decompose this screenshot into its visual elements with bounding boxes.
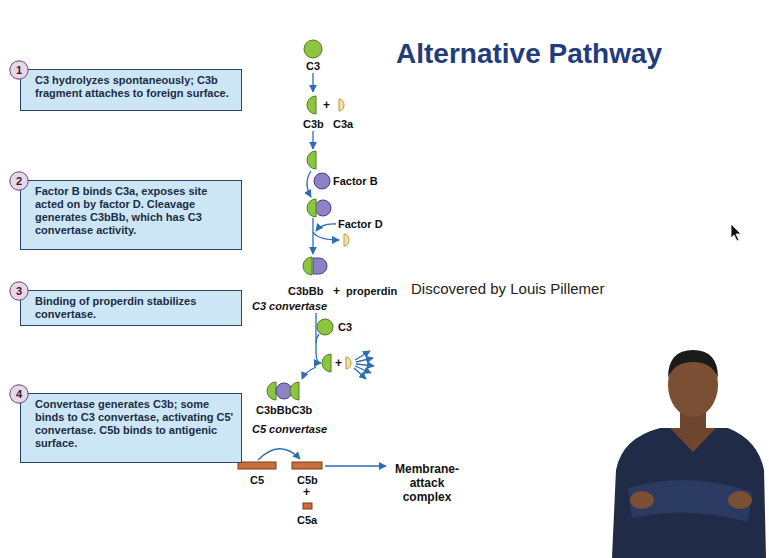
c3-molecule — [317, 319, 333, 335]
callout-number: 1 — [9, 60, 29, 80]
callout-circle-shape — [10, 61, 28, 79]
plus-sign: + — [335, 357, 342, 369]
c3a-fragment — [339, 99, 344, 111]
reaction-line — [316, 334, 319, 343]
lecturer-shirt — [612, 428, 766, 558]
c3b-fragment — [290, 382, 299, 400]
factor-label: Factor B — [333, 175, 378, 187]
step-text: Binding of properdin stabilizes converta… — [35, 295, 236, 321]
factor-b-molecule — [314, 173, 330, 189]
callout-circle: 2 — [9, 171, 29, 191]
reaction-arrow — [313, 232, 339, 240]
c5a-bar — [303, 503, 312, 509]
step-box: C3 hydrolyzes spontaneously; C3b fragmen… — [20, 69, 242, 111]
callout-number: 4 — [9, 384, 29, 404]
plus-sign: + — [333, 285, 340, 297]
callout-circle-shape — [10, 385, 28, 403]
reaction-arrow — [312, 73, 313, 92]
reaction-arrow — [312, 218, 313, 254]
step-box: Factor B binds C3a, exposes site acted o… — [20, 180, 242, 250]
molecule-label: C5 — [250, 474, 264, 486]
c5-bar — [238, 462, 276, 469]
callout-circle: 4 — [9, 384, 29, 404]
product-label: Membrane- attack complex — [390, 462, 464, 504]
callout-number: 2 — [9, 171, 29, 191]
reaction-arrow — [312, 131, 313, 149]
step-text: Convertase generates C3b; some binds to … — [35, 398, 236, 450]
reaction-arrow — [325, 465, 386, 466]
step-text: Factor B binds C3a, exposes site acted o… — [35, 185, 236, 237]
molecule-label: C3bBb — [288, 285, 323, 297]
release-ray — [354, 368, 366, 379]
enzyme-label: C3 convertase — [252, 300, 327, 312]
reaction-arrow — [258, 449, 300, 460]
plus-sign: + — [303, 486, 310, 498]
reaction-arrow — [316, 224, 336, 231]
enzyme-label: C5 convertase — [252, 423, 327, 435]
lecturer-hand — [728, 491, 752, 509]
reaction-arrow — [307, 171, 311, 197]
molecule-label: properdin — [346, 285, 397, 297]
lecturer-figure — [612, 350, 766, 558]
lecturer-hair — [668, 350, 718, 378]
molecule-label: C3 — [306, 60, 320, 72]
callout-circle-shape — [10, 172, 28, 190]
step-box: Convertase generates C3b; some binds to … — [20, 393, 242, 463]
lecturer-arms — [628, 480, 752, 522]
c3b-fragment — [307, 151, 316, 169]
ba-fragment — [344, 234, 349, 246]
molecule-label: C3b — [303, 118, 324, 130]
release-ray — [356, 358, 373, 362]
molecule-label: C3bBbC3b — [256, 404, 312, 416]
callout-circle-shape — [10, 282, 28, 300]
c3b-fragment — [267, 382, 276, 400]
molecule-label: C5a — [297, 514, 317, 526]
factor-label: Factor D — [338, 218, 383, 230]
molecule-label: C3a — [333, 118, 353, 130]
step-text: C3 hydrolyzes spontaneously; C3b fragmen… — [35, 74, 236, 100]
c3b-fragment — [303, 257, 312, 275]
lecturer-hand — [630, 491, 654, 509]
molecule-label: C5b — [297, 474, 318, 486]
c5b-bar — [292, 462, 322, 469]
c3a-fragment — [346, 357, 351, 369]
reaction-arrow — [302, 367, 316, 379]
release-ray — [356, 364, 374, 366]
c3-molecule — [304, 40, 322, 58]
callout-number: 3 — [9, 281, 29, 301]
c3b-fragment — [307, 96, 316, 114]
mouse-cursor — [731, 224, 741, 241]
note-text: Discovered by Louis Pillemer — [411, 280, 604, 298]
plus-sign: + — [323, 99, 330, 111]
bb-fragment — [313, 258, 327, 274]
factor-b-molecule — [315, 200, 331, 216]
c3b-fragment — [307, 199, 316, 217]
callout-circle: 1 — [9, 60, 29, 80]
molecule-label: C3 — [338, 321, 352, 333]
c3b-fragment — [322, 354, 331, 372]
step-box: Binding of properdin stabilizes converta… — [20, 290, 242, 326]
lecturer-collar — [670, 428, 716, 452]
callout-circle: 3 — [9, 281, 29, 301]
page-title: Alternative Pathway — [396, 38, 662, 70]
